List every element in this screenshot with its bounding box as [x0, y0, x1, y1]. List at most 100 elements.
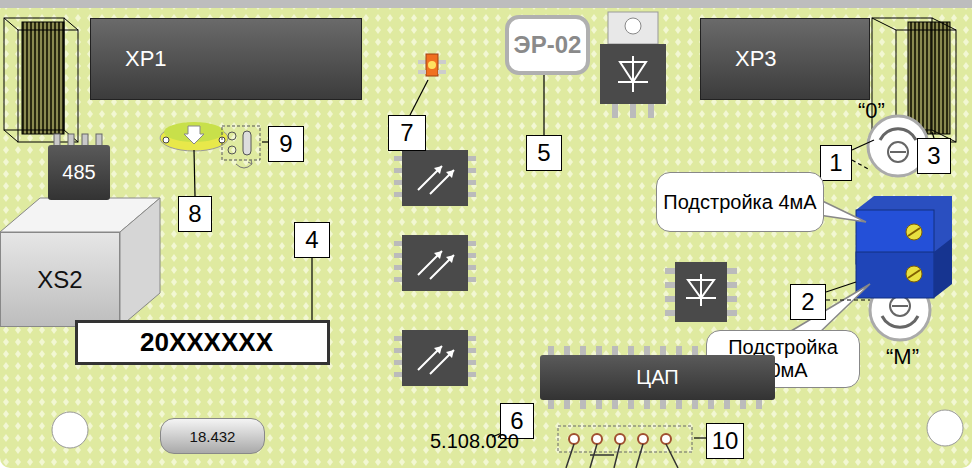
pin-header-shape [558, 426, 692, 452]
node-text: ЦАП [636, 366, 678, 389]
jumper-shape [228, 146, 236, 154]
trimmer-resistor-shape [184, 126, 204, 144]
diode-bridge-chip-shape [686, 274, 716, 306]
callout-number: 4 [294, 222, 330, 258]
optocouplers-shape [402, 150, 468, 206]
board-label: “0” [858, 98, 885, 124]
trimmer-block-shape [856, 252, 934, 298]
trimmer-resistor [160, 122, 228, 151]
diode-bridge-chip [665, 262, 737, 322]
node-text: 8 [188, 200, 201, 228]
leader-lines-shape [852, 160, 870, 170]
leader-line [311, 258, 312, 320]
callout-number: 2 [790, 284, 826, 320]
voltage-regulator-shape [630, 104, 636, 118]
voltage-regulator-shape [625, 18, 641, 34]
dac-pins-shape [612, 399, 618, 409]
standoff-left-shape [4, 18, 64, 130]
optocouplers-shape [418, 346, 454, 374]
board-label: 5.108.020 [430, 430, 519, 453]
node-text: ЭР-02 [514, 31, 582, 59]
node-text: 20XXXXXX [140, 327, 273, 358]
optocouplers-shape [434, 166, 454, 178]
connector-xp3: XP3 [700, 18, 870, 100]
xs2-cube [0, 198, 160, 327]
standoff-left-shape [18, 30, 78, 142]
usb-connector: XS2 [0, 232, 120, 327]
node-text: 9 [279, 130, 292, 158]
leader-lines-shape [410, 80, 428, 115]
node-text: XP3 [735, 46, 777, 72]
node-text: 3 [927, 142, 940, 170]
pin-header-shape [638, 434, 648, 444]
voltage-regulator-shape [612, 104, 618, 118]
dac-pins-shape [676, 399, 682, 409]
node-text: 7 [400, 119, 413, 147]
led-shape [428, 61, 436, 69]
dac-pins-shape [724, 399, 730, 409]
jumper [222, 126, 260, 168]
node-text: 4 [305, 226, 318, 254]
jumper-shape [222, 126, 260, 160]
trimmer-block-shape [890, 151, 906, 153]
callout-number: 9 [268, 126, 304, 162]
pin-header-shape [566, 444, 678, 468]
jumper-shape [243, 131, 251, 155]
callout-number: 1 [820, 145, 852, 181]
callout-number: 8 [178, 196, 212, 232]
node-text: 2 [801, 288, 814, 316]
ic-chip: 485 [48, 145, 110, 200]
node-text: XS2 [37, 266, 82, 294]
leader-lines-shape [194, 150, 195, 196]
standoff-right-shape [872, 18, 896, 30]
board-shape [0, 0, 972, 8]
voltage-regulator-shape [618, 56, 648, 92]
standoff-left-shape [4, 130, 18, 142]
node-text: 10 [712, 427, 739, 455]
dac-chip: ЦАП [540, 355, 775, 400]
callout-number: 7 [388, 115, 426, 151]
leader-lines-shape [826, 282, 856, 292]
dac-pins-shape [548, 399, 554, 409]
optocouplers [394, 150, 476, 386]
trimmer-block-shape [908, 228, 920, 236]
trimmer-block-shape [890, 296, 910, 316]
optocouplers-shape [418, 251, 454, 279]
voltage-regulator-shape [648, 104, 654, 118]
dac-pins-shape [660, 399, 666, 409]
pin-header-shape [661, 434, 671, 444]
trimmer-block-shape [892, 305, 908, 307]
dac-pins-shape [692, 399, 698, 409]
trimmer-block-shape [934, 238, 952, 298]
optocouplers-shape [418, 166, 454, 194]
callout-bubble: Подстройка 4мА [656, 172, 824, 232]
node-text: XP1 [125, 46, 167, 72]
led-shape [438, 60, 446, 64]
standoff-left-shape [64, 18, 78, 30]
dac-pins-shape [756, 399, 762, 409]
led-shape [418, 70, 426, 74]
led-shape [418, 60, 426, 64]
board-shape [927, 410, 963, 446]
dac-pins-shape [580, 399, 586, 409]
node-text: 1 [829, 149, 842, 177]
optocouplers-shape [402, 330, 468, 386]
leader-lines [194, 80, 934, 438]
connector-xp1: XP1 [90, 18, 362, 100]
dac-pins-shape [596, 399, 602, 409]
node-text: 5 [537, 139, 550, 167]
trimmer-block-shape [906, 224, 922, 240]
optocouplers-shape [434, 251, 454, 263]
xs2-cube-shape [120, 198, 160, 327]
voltage-regulator-shape [608, 12, 658, 44]
callout-number: 5 [526, 135, 562, 171]
node-text: 18.432 [190, 428, 236, 445]
pin-header-shape [592, 434, 602, 444]
pin-header-shape [615, 434, 625, 444]
standoff-left [4, 18, 78, 142]
dac-pins-shape [564, 399, 570, 409]
standoff-right-shape [932, 18, 956, 30]
pin-header [558, 426, 692, 468]
